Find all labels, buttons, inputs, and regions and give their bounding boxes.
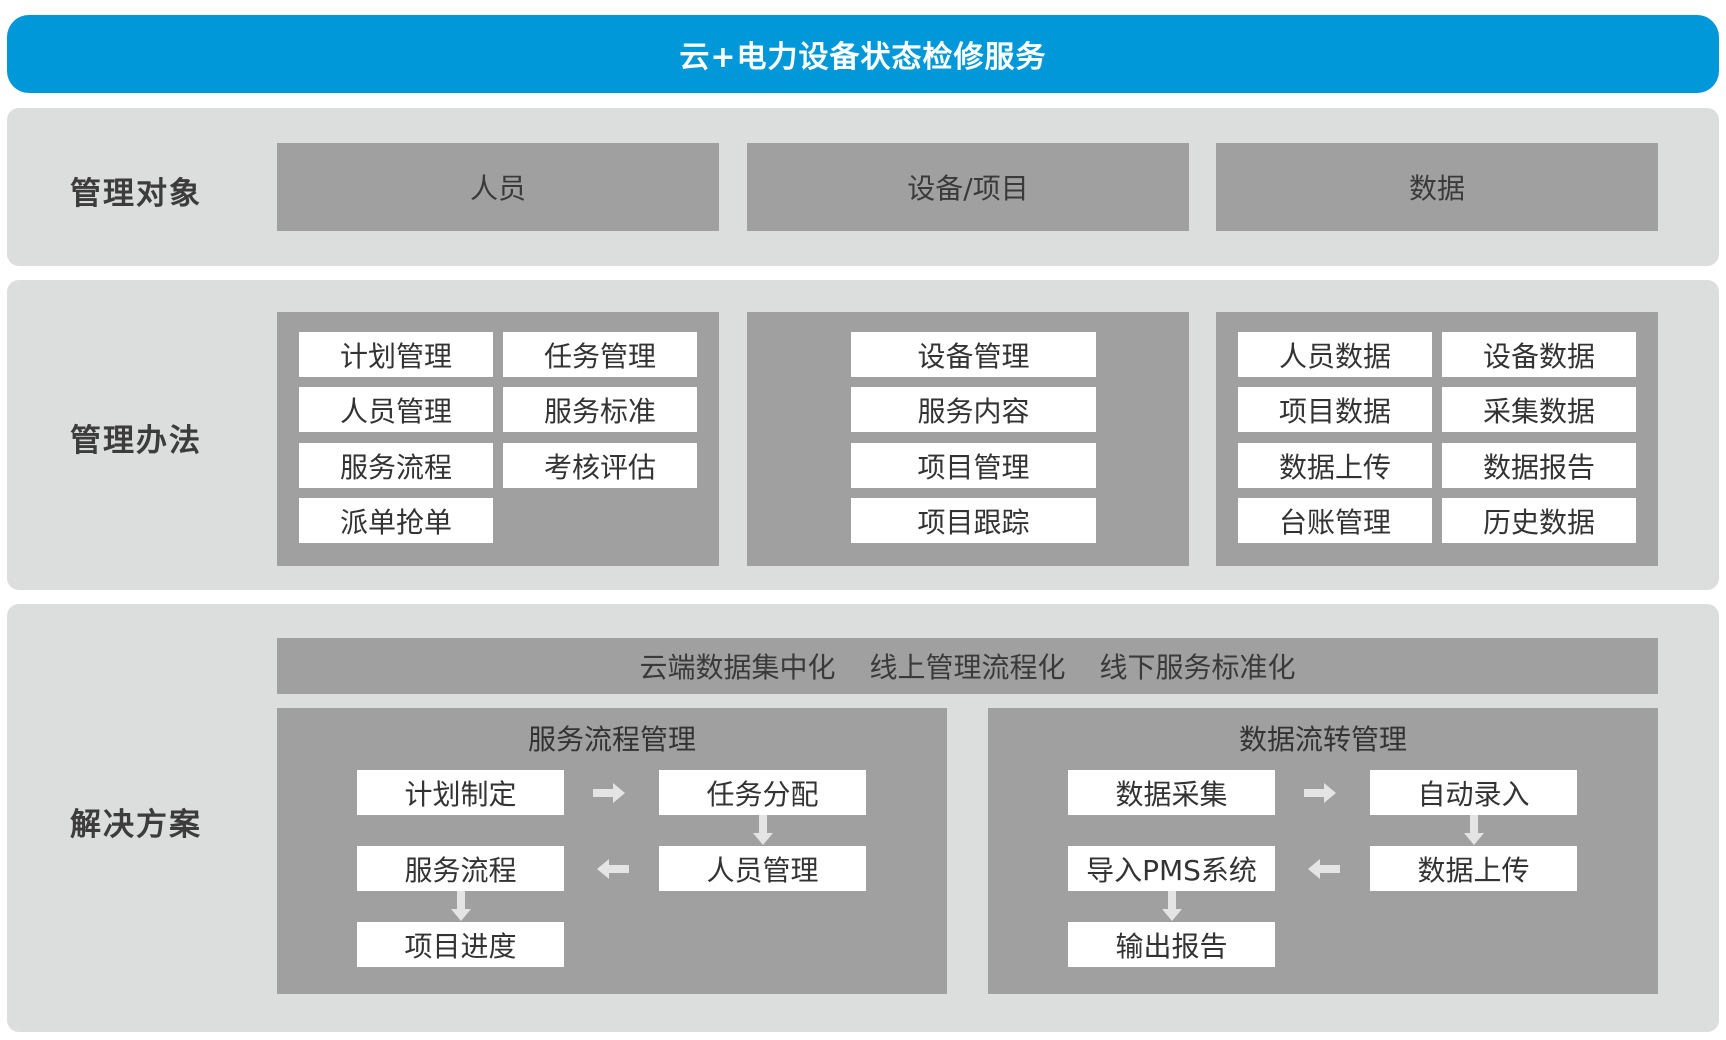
flow-step: 自动录入 [1370,770,1577,815]
method-item: 考核评估 [503,443,697,488]
method-item: 采集数据 [1442,387,1636,432]
methods-equipment-group: 设备管理 服务内容 项目管理 项目跟踪 [747,312,1189,566]
method-item: 设备管理 [851,332,1096,377]
method-item: 服务标准 [503,387,697,432]
service-flow-title: 服务流程管理 [527,723,696,756]
method-item: 服务内容 [851,387,1096,432]
band-management-objects: 管理对象 人员 设备/项目 数据 [7,108,1719,266]
data-flow-title: 数据流转管理 [1238,723,1407,756]
flow-step: 数据上传 [1370,846,1577,891]
flow-step: 项目进度 [357,922,564,967]
principle-item: 线下服务标准化 [1099,651,1296,684]
flow-step: 导入PMS系统 [1068,846,1275,891]
object-label: 数据 [1408,172,1465,205]
arrow-down-icon [1464,815,1484,845]
principle-item: 云端数据集中化 [639,651,836,684]
methods-data-group: 人员数据 设备数据 项目数据 采集数据 数据上传 数据报告 台账管理 历史数据 [1216,312,1658,566]
method-item: 历史数据 [1442,498,1636,543]
band-label-solutions: 解决方案 [70,807,202,843]
page-title: 云+电力设备状态检修服务 [679,40,1047,75]
arrow-left-icon [597,859,629,879]
method-item: 项目数据 [1238,387,1432,432]
object-label: 人员 [469,172,526,205]
arrow-right-icon [1304,783,1336,803]
flow-step: 任务分配 [659,770,866,815]
header-banner: 云+电力设备状态检修服务 [7,15,1719,93]
methods-people-group: 计划管理 任务管理 人员管理 服务标准 服务流程 考核评估 派单抢单 [277,312,719,566]
object-label: 设备/项目 [907,172,1029,205]
band-management-methods: 管理办法 计划管理 任务管理 人员管理 服务标准 服务流程 考核评估 派单抢单 … [7,280,1719,590]
method-item: 人员管理 [299,387,493,432]
flow-step: 计划制定 [357,770,564,815]
principle-item: 线上管理流程化 [869,651,1066,684]
service-flow-panel: 服务流程管理 计划制定 任务分配 人员管理 服务流程 项目进度 [277,708,947,994]
flow-step: 服务流程 [357,846,564,891]
arrow-left-icon [1308,859,1340,879]
arrow-down-icon [451,891,471,921]
object-people: 人员 [277,143,719,231]
arrow-right-icon [593,783,625,803]
method-item: 项目管理 [851,443,1096,488]
band-label-objects: 管理对象 [70,176,202,212]
method-item: 台账管理 [1238,498,1432,543]
band-label-methods: 管理办法 [70,423,202,459]
flow-step: 人员管理 [659,846,866,891]
method-item: 计划管理 [299,332,493,377]
method-item: 数据上传 [1238,443,1432,488]
data-flow-panel: 数据流转管理 数据采集 自动录入 数据上传 导入PMS系统 输出报告 [988,708,1658,994]
arrow-down-icon [1162,891,1182,921]
method-item: 设备数据 [1442,332,1636,377]
object-data: 数据 [1216,143,1658,231]
band-solutions: 解决方案 云端数据集中化 线上管理流程化 线下服务标准化 服务流程管理 计划制定… [7,604,1719,1032]
flow-step: 输出报告 [1068,922,1275,967]
method-item: 任务管理 [503,332,697,377]
object-equipment: 设备/项目 [747,143,1189,231]
flow-step: 数据采集 [1068,770,1275,815]
method-item: 人员数据 [1238,332,1432,377]
method-item: 服务流程 [299,443,493,488]
principles-bar: 云端数据集中化 线上管理流程化 线下服务标准化 [277,638,1658,694]
method-item: 数据报告 [1442,443,1636,488]
arrow-down-icon [753,815,773,845]
method-item: 派单抢单 [299,498,493,543]
method-item: 项目跟踪 [851,498,1096,543]
